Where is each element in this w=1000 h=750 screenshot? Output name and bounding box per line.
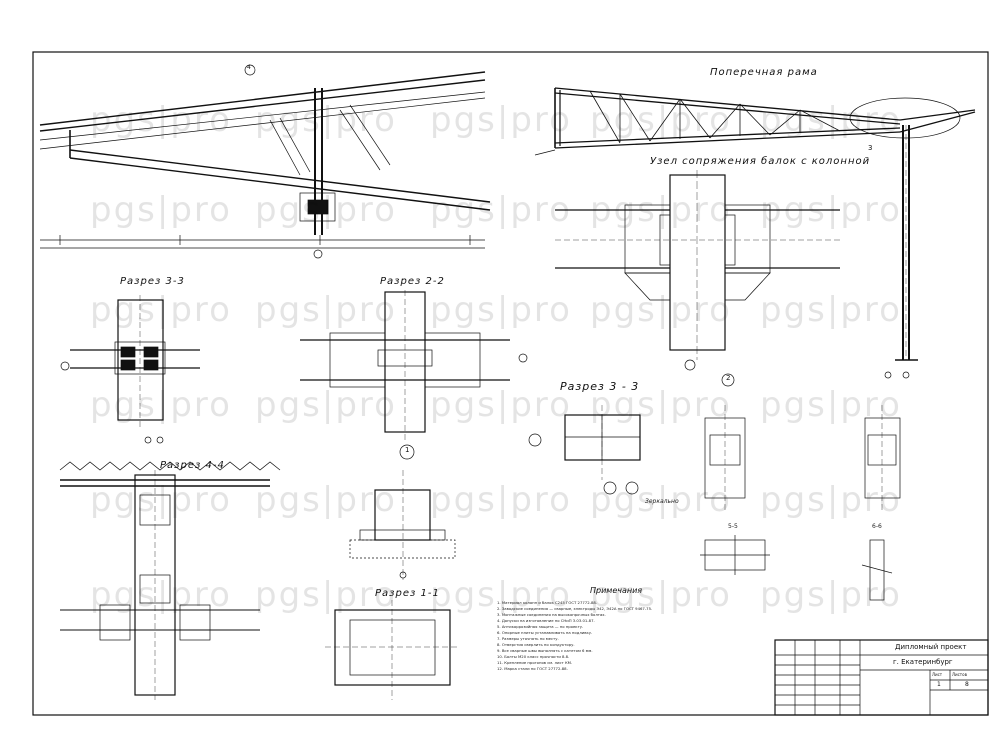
- tb-sheet-label: Лист: [932, 672, 943, 677]
- note-item: 1. Материал колонн и балок С245 ГОСТ 277…: [497, 600, 598, 605]
- note-item: 5. Антикоррозийная защита — по проекту.: [497, 624, 584, 629]
- section-4-4: [59, 461, 281, 700]
- view-5-5-title: 5-5: [728, 523, 738, 530]
- section-2-2: [300, 290, 528, 440]
- note-item: 11. Крепление прогонов см. лист КМ.: [497, 660, 573, 665]
- title-block: [774, 639, 989, 716]
- beam-column-joint: [555, 170, 840, 387]
- notes-title: Примечания: [590, 586, 643, 595]
- note-item: 8. Отверстия сверлить по кондуктору.: [497, 642, 575, 647]
- roof-truss-elevation: [39, 64, 491, 259]
- note-item: 4. Допуски на изготовление по СНиП 3.03.…: [497, 618, 595, 623]
- cross-frame: [534, 87, 976, 379]
- view-5-5: [700, 535, 770, 575]
- marker-2: 2: [726, 374, 731, 382]
- tb-city: г. Екатеринбург: [893, 658, 953, 666]
- view-small-2: [864, 405, 901, 510]
- section-3-3-left: [60, 295, 200, 444]
- marker-3: 3: [868, 144, 873, 152]
- section-4-4-title: Разрез 4-4: [160, 460, 225, 471]
- view-6-6-title: 6-6: [872, 523, 882, 530]
- tb-sheets: 8: [965, 681, 969, 688]
- view-6-6: [861, 539, 893, 601]
- section-3-3-right-title: Разрез 3 - 3: [560, 380, 640, 393]
- mirror-note: Зеркально: [645, 498, 679, 505]
- note-item: 3. Монтажные соединения на высокопрочных…: [497, 612, 606, 617]
- section-3-3-right: [528, 405, 641, 495]
- section-3-3-left-title: Разрез 3-3: [120, 276, 185, 287]
- marker-4: 4: [247, 64, 251, 71]
- marker-1: 1: [405, 446, 410, 454]
- node-1-base: [349, 444, 456, 580]
- node-title: Узел сопряжения балок с колонной: [650, 156, 871, 167]
- tb-project-type: Дипломный проект: [895, 643, 967, 651]
- tb-sheets-label: Листов: [952, 672, 967, 677]
- note-item: 6. Опорные плиты устанавливать на подлив…: [497, 630, 593, 635]
- note-item: 12. Марка стали по ГОСТ 27772-88.: [497, 666, 568, 671]
- note-item: 9. Все сварные швы выполнять с катетом 6…: [497, 648, 593, 653]
- notes-list: 1. Материал колонн и балок С245 ГОСТ 277…: [497, 600, 775, 672]
- frame-title: Поперечная рама: [710, 67, 818, 78]
- section-1-1: [325, 600, 460, 700]
- note-item: 7. Размеры уточнять по месту.: [497, 636, 559, 641]
- section-1-1-title: Разрез 1-1: [375, 588, 440, 599]
- view-small-1: [704, 405, 746, 510]
- sheet-frame: [32, 51, 989, 716]
- section-2-2-title: Разрез 2-2: [380, 276, 445, 287]
- tb-sheet: 1: [937, 681, 941, 688]
- note-item: 10. Болты М20 класс прочности 8.8.: [497, 654, 570, 659]
- note-item: 2. Заводские соединения — сварные, элект…: [497, 606, 653, 611]
